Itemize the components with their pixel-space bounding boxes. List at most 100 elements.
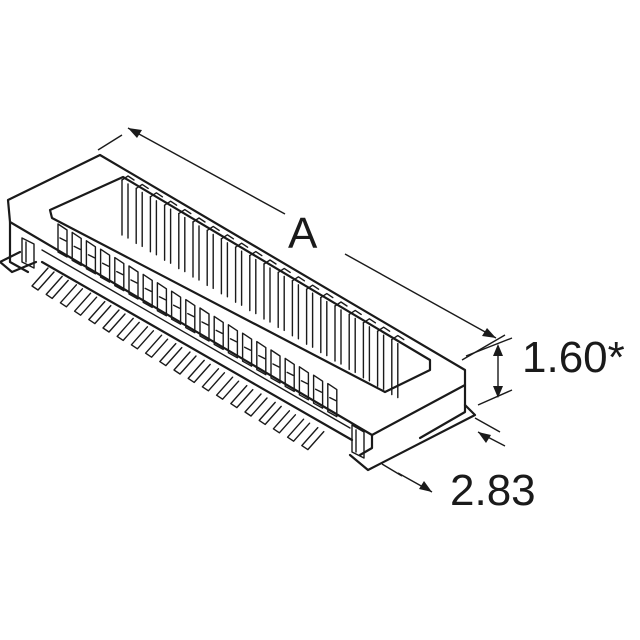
contact-front	[170, 290, 182, 325]
contact-front	[71, 231, 82, 267]
contact-fin-top	[178, 208, 192, 215]
solder-lead	[215, 376, 240, 400]
contact-front-detail	[258, 354, 266, 360]
contact-fin-top	[206, 225, 220, 232]
contact-front-detail	[59, 237, 67, 242]
contact-fin-top	[334, 301, 348, 307]
solder-lead	[286, 418, 311, 442]
solder-lead	[130, 326, 155, 350]
contact-front-detail	[329, 396, 337, 402]
contact-front-detail	[87, 254, 96, 259]
solder-lead	[173, 351, 197, 375]
solder-lead	[31, 267, 55, 291]
contact-front-detail	[158, 296, 167, 301]
contact-fin-top	[263, 259, 277, 265]
contact-fin-back	[362, 322, 371, 382]
dimension-depth: 2.83	[381, 417, 536, 515]
contact-fin-back	[391, 338, 399, 399]
contact-fin-back	[149, 196, 158, 256]
contact-fin-top	[249, 250, 263, 257]
contact-front-detail	[314, 388, 323, 393]
contact-fin-back	[135, 187, 143, 248]
solder-lead	[116, 317, 140, 342]
solder-lead	[73, 292, 98, 316]
contact-front-detail	[144, 287, 152, 293]
contact-front	[241, 332, 253, 367]
solder-lead	[187, 359, 211, 384]
contact-front	[185, 298, 196, 334]
contact-fin-top	[163, 200, 178, 206]
contact-front-detail	[73, 245, 81, 251]
contact-fin-top	[121, 175, 135, 181]
contact-fin-top	[277, 267, 291, 274]
solder-lead	[45, 275, 69, 300]
contact-fin-back	[334, 305, 342, 365]
contact-fin-back	[376, 330, 385, 390]
solder-lead	[88, 300, 112, 325]
contact-front-detail	[286, 371, 294, 377]
contact-fin-back	[178, 212, 186, 273]
solder-lead	[230, 384, 254, 409]
dimension-height-label: 1.60*	[522, 333, 625, 382]
contact-front	[199, 307, 210, 342]
contact-front-detail	[101, 262, 110, 267]
contact-fin-top	[149, 192, 164, 198]
contact-front	[114, 256, 125, 292]
solder-lead	[144, 334, 169, 358]
contact-front	[312, 374, 324, 409]
contact-fin-top	[362, 318, 377, 324]
contact-fin-top	[376, 326, 391, 332]
contact-front	[213, 315, 224, 351]
solder-lead	[301, 426, 325, 451]
contact-fin-back	[320, 296, 328, 357]
contact-fin-top	[135, 183, 149, 190]
contact-front	[327, 382, 338, 418]
contact-fin-top	[348, 309, 362, 316]
contact-front	[85, 240, 97, 275]
contact-fin-back	[234, 246, 243, 306]
contact-fin-back	[305, 288, 314, 348]
contact-front	[142, 273, 153, 309]
contact-fin-back	[277, 271, 285, 332]
contact-fin-top	[320, 292, 334, 299]
contact-front-detail	[215, 329, 223, 335]
solder-lead	[244, 393, 268, 417]
solder-leads	[31, 267, 325, 451]
contact-front-detail	[187, 312, 195, 318]
solder-lead	[102, 309, 126, 333]
solder-lead	[159, 342, 183, 367]
connector-housing	[0, 153, 477, 472]
contact-front-detail	[243, 346, 252, 351]
contact-front	[128, 265, 139, 300]
contact-fin-top	[192, 217, 206, 223]
contact-front	[284, 357, 295, 393]
contact-front	[270, 349, 281, 384]
contact-fin-back	[291, 280, 300, 340]
contact-pins	[57, 175, 405, 418]
contact-front	[227, 324, 239, 359]
contact-fin-back	[249, 254, 257, 315]
contact-front	[156, 282, 168, 317]
contact-front-detail	[172, 304, 181, 309]
contact-front-detail	[130, 279, 138, 284]
contact-fin-back	[121, 179, 129, 239]
dimension-depth-label: 2.83	[450, 466, 536, 515]
contact-fin-back	[263, 263, 271, 323]
contact-front	[57, 223, 68, 258]
contact-fin-top	[220, 234, 235, 240]
contact-front	[256, 340, 267, 376]
contact-fin-top	[391, 334, 405, 341]
contact-fin-back	[348, 313, 356, 374]
solder-lead	[59, 284, 84, 308]
contact-front-detail	[272, 363, 280, 368]
dimension-a-label: A	[288, 209, 318, 258]
contact-front-detail	[201, 321, 209, 326]
contact-fin-back	[192, 221, 200, 281]
contact-front	[298, 366, 310, 401]
contact-fin-top	[291, 276, 306, 282]
contact-front-detail	[300, 380, 309, 385]
dimension-a: A	[97, 127, 506, 361]
solder-lead	[201, 368, 226, 392]
contact-front	[99, 248, 111, 283]
contact-fin-back	[206, 229, 214, 290]
